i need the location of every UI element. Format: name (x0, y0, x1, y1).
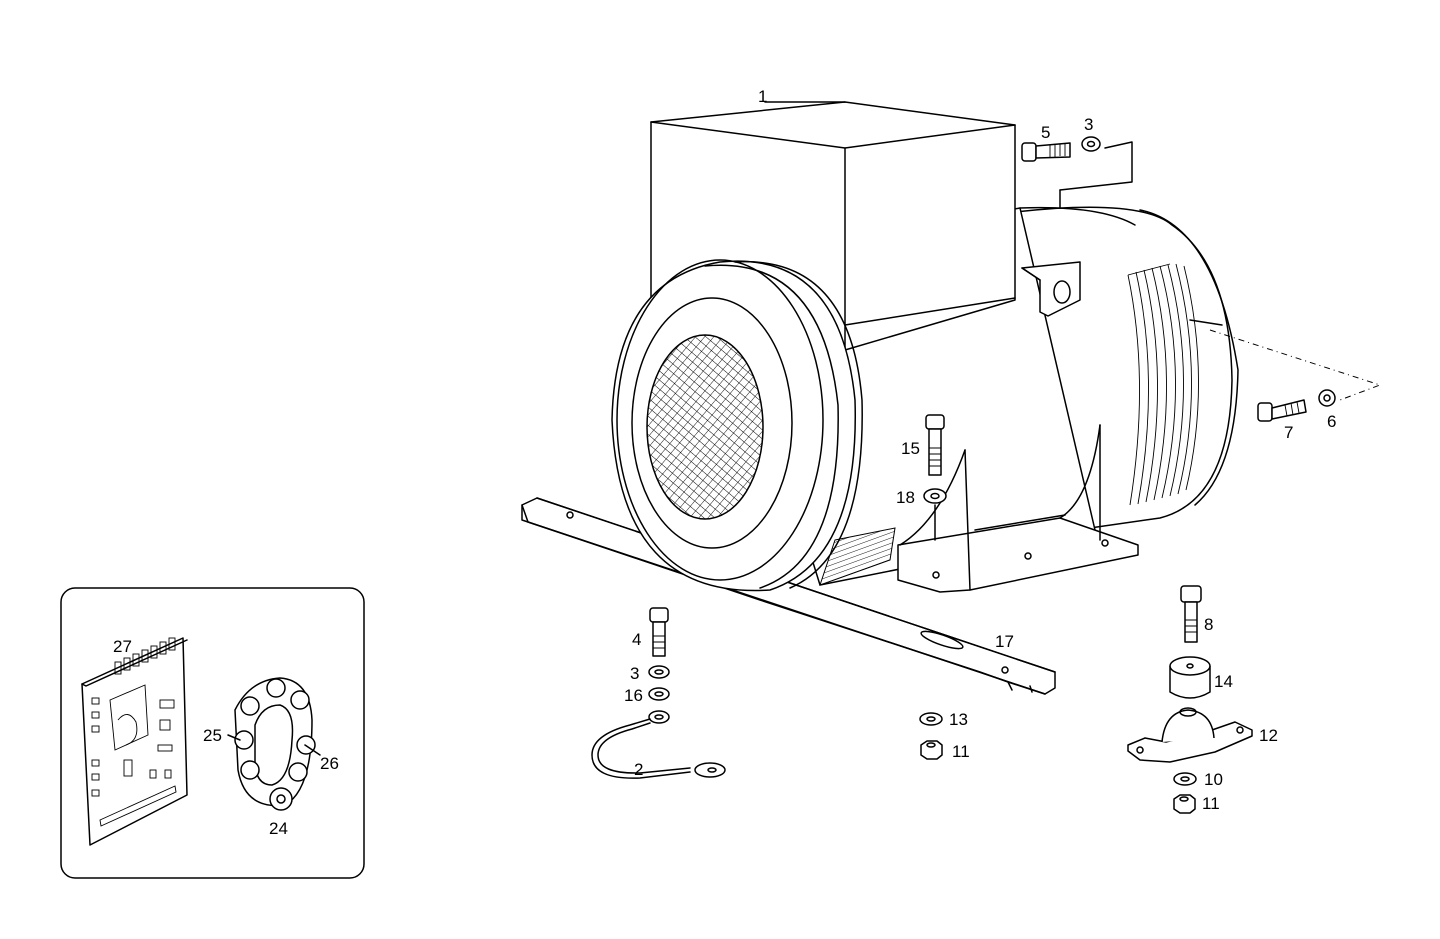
bolt-4 (649, 607, 669, 657)
bolt-7 (1257, 399, 1307, 422)
washer-6 (1318, 389, 1336, 407)
callout-15: 15 (901, 439, 920, 458)
air-intake-grille (646, 334, 764, 520)
callout-18: 18 (896, 488, 915, 507)
washer-3-bottom (648, 665, 670, 679)
bolt-5 (1021, 142, 1071, 162)
cooling-fins (1127, 209, 1239, 506)
callout-3: 3 (1084, 115, 1093, 134)
callout-13: 13 (949, 710, 968, 729)
callout-12: 12 (1259, 726, 1278, 745)
callout-2: 2 (634, 760, 643, 779)
washer-16 (648, 687, 670, 701)
callout-8: 8 (1204, 615, 1213, 634)
callout-1: 1 (758, 87, 767, 106)
lifting-lug (1021, 261, 1081, 317)
avr-circuit-board-27 (81, 637, 188, 846)
callout-labels: 1 5 3 7 6 15 18 17 4 3 16 2 13 11 8 14 1… (113, 87, 1336, 838)
mounting-foot (897, 424, 1139, 593)
bolt-15 (925, 414, 945, 476)
callout-24: 24 (269, 819, 288, 838)
nut-11-center (920, 740, 943, 760)
callout-5: 5 (1041, 123, 1050, 142)
callout-17: 17 (995, 632, 1014, 651)
callout-16: 16 (624, 686, 643, 705)
callout-4: 4 (632, 630, 641, 649)
callout-11: 11 (952, 742, 970, 761)
generator-assembly (611, 101, 1239, 593)
ground-strap-2 (591, 710, 726, 779)
rubber-damper-14 (1169, 656, 1211, 699)
callout-27: 27 (113, 637, 132, 656)
nut-11-right (1173, 794, 1196, 814)
inset-panel (60, 587, 365, 879)
callout-10: 10 (1204, 770, 1223, 789)
washer-18 (923, 488, 947, 504)
washer-3-top (1081, 136, 1101, 152)
callout-26: 26 (320, 754, 339, 773)
callout-6: 6 (1327, 412, 1336, 431)
front-end-shield (611, 259, 896, 592)
callout-3: 3 (630, 664, 639, 683)
bolt-8 (1180, 585, 1202, 643)
callout-25: 25 (203, 726, 222, 745)
rectifier-assembly (227, 677, 321, 811)
washer-10 (1173, 772, 1197, 786)
anti-vibration-mount-12 (1127, 707, 1253, 763)
washer-13 (919, 712, 943, 726)
callout-7: 7 (1284, 423, 1293, 442)
callout-14: 14 (1214, 672, 1233, 691)
callout-11: 11 (1202, 794, 1220, 813)
